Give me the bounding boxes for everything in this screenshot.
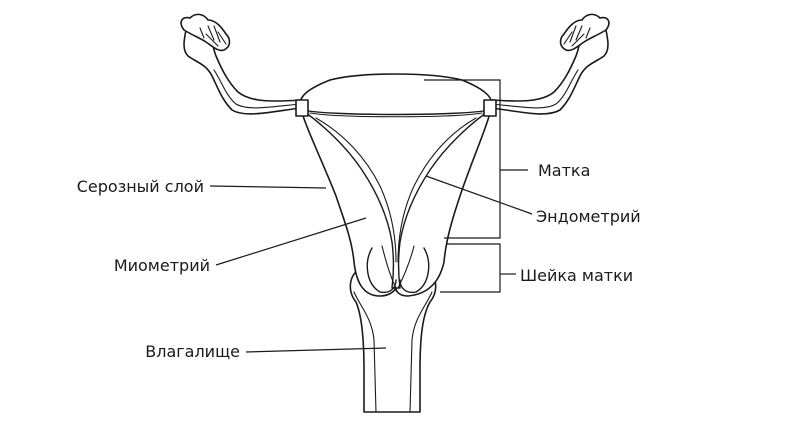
label-cervix: Шейка матки: [520, 266, 633, 285]
label-myometrium: Миометрий: [114, 256, 210, 275]
left-ovary-fimbriae: [180, 13, 231, 52]
uterus-bracket: [424, 79, 501, 239]
label-vagina: Влагалище: [145, 342, 240, 361]
cervix: [366, 247, 430, 294]
vagina: [349, 267, 437, 413]
myometrium-leader: [215, 217, 367, 266]
serous-layer-leader: [209, 185, 327, 189]
vagina-leader: [245, 347, 387, 353]
uterine-horns: [295, 99, 497, 117]
label-endometrium: Эндометрий: [536, 207, 641, 226]
uterus-body: [299, 73, 493, 297]
right-ovary-fimbriae: [559, 13, 610, 52]
label-uterus: Матка: [538, 161, 590, 180]
endometrium-leader: [425, 175, 533, 215]
label-serous-layer: Серозный слой: [77, 177, 204, 196]
leader-lines: [209, 79, 533, 353]
cervix-bracket: [440, 243, 501, 293]
